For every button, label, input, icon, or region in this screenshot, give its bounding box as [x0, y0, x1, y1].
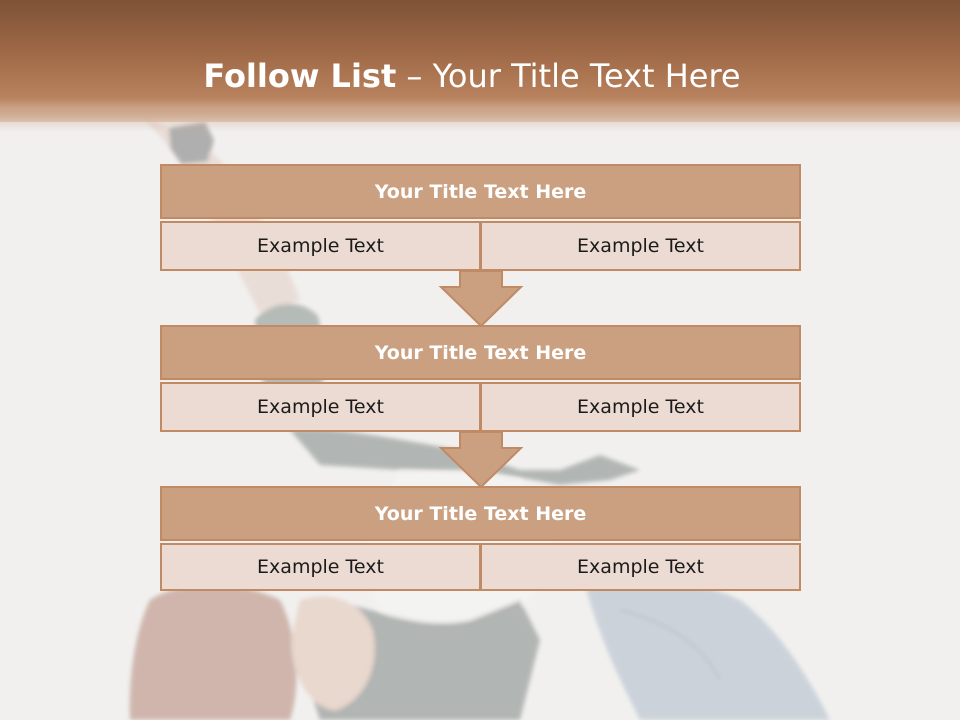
step-cell-right: Example Text	[480, 382, 801, 432]
step-cell-left: Example Text	[160, 543, 481, 591]
slide-title-rest: Your Title Text Here	[432, 57, 741, 95]
slide-title: Follow List – Your Title Text Here	[0, 56, 944, 96]
arrow-down-icon	[438, 270, 524, 328]
step-cell-right: Example Text	[480, 543, 801, 591]
slide-title-separator: –	[396, 57, 433, 95]
step-title: Your Title Text Here	[160, 325, 801, 380]
arrow-down-icon	[438, 431, 524, 489]
slide-title-bold: Follow List	[203, 57, 397, 95]
step-title: Your Title Text Here	[160, 486, 801, 541]
header-band	[0, 0, 960, 122]
step-cell-left: Example Text	[160, 221, 481, 271]
step-title: Your Title Text Here	[160, 164, 801, 219]
step-cell-left: Example Text	[160, 382, 481, 432]
header-fade	[0, 110, 960, 132]
step-cell-right: Example Text	[480, 221, 801, 271]
